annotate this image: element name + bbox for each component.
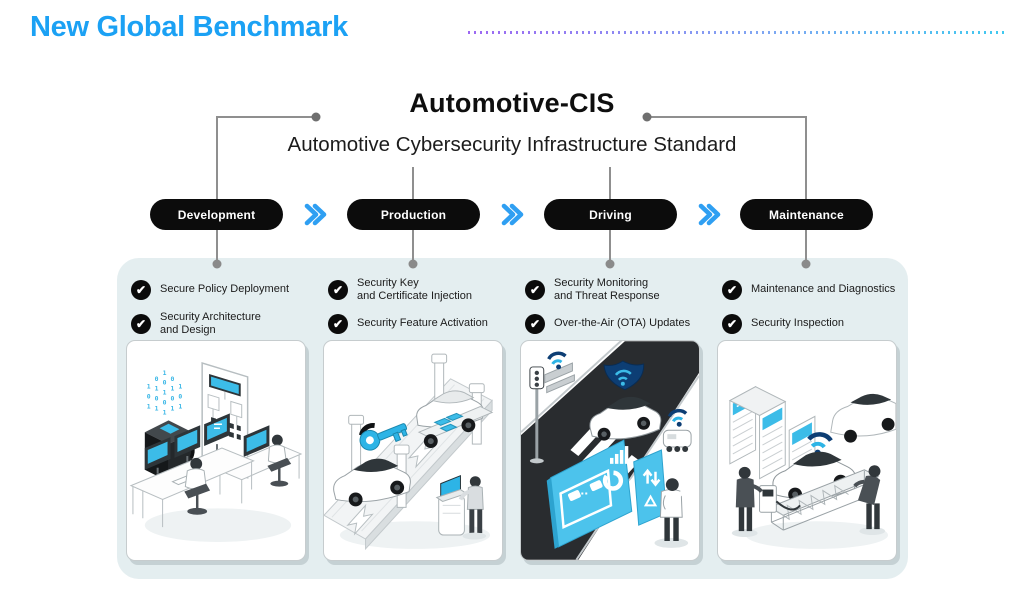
checklist-item-label: Security Monitoring and Threat Response	[554, 276, 660, 302]
checklist-item-label: Security Inspection	[751, 317, 844, 330]
svg-text:0: 0	[155, 395, 159, 403]
checklist-item: ✔ Security Feature Activation	[328, 310, 520, 338]
checklist-maintenance: ✔ Maintenance and Diagnostics ✔ Security…	[722, 276, 914, 344]
checklist-item-label: Security Key and Certificate Injection	[357, 276, 472, 302]
driving-illustration	[521, 341, 699, 560]
check-icon: ✔	[722, 314, 742, 334]
svg-text:1: 1	[171, 404, 175, 412]
secured-car	[589, 360, 662, 441]
monitor	[174, 425, 201, 458]
monitor	[204, 413, 230, 447]
checklist-item-label: Security Architecture and Design	[160, 310, 261, 336]
maintenance-illustration	[728, 385, 896, 549]
svg-text:1: 1	[147, 402, 151, 410]
technician-cart	[435, 474, 487, 540]
monitor	[144, 437, 171, 470]
flow-arrow	[407, 436, 436, 469]
checklist-item: ✔ Over-the-Air (OTA) Updates	[525, 310, 717, 338]
svg-text:1: 1	[178, 402, 182, 410]
maintenance-illustration-card	[717, 340, 897, 561]
checklist-item-label: Security Feature Activation	[357, 317, 488, 330]
check-icon: ✔	[328, 314, 348, 334]
technician-left	[731, 466, 801, 538]
checklist-item: ✔ Security Architecture and Design	[131, 310, 323, 338]
car-with-key	[333, 423, 411, 507]
svg-text:1: 1	[171, 385, 175, 393]
wifi-icon	[547, 351, 567, 370]
checklist-item-label: Maintenance and Diagnostics	[751, 283, 896, 296]
stage-pill-production: Production	[347, 199, 480, 230]
svg-text:1: 1	[163, 369, 167, 377]
production-illustration-card	[323, 340, 503, 561]
technician-right	[853, 465, 886, 536]
check-icon: ✔	[131, 280, 151, 300]
stage-pill-development: Development	[150, 199, 283, 230]
svg-text:1: 1	[147, 383, 151, 391]
car-on-lift	[768, 432, 880, 531]
workstation-left	[129, 413, 255, 528]
svg-text:0: 0	[163, 379, 167, 387]
checklist-item-label: Over-the-Air (OTA) Updates	[554, 317, 691, 330]
svg-text:0: 0	[155, 375, 159, 383]
svg-text:1: 1	[178, 383, 182, 391]
check-icon: ✔	[328, 280, 348, 300]
dotted-divider	[468, 31, 1004, 34]
svg-text:1: 1	[163, 389, 167, 397]
diagram-subtitle: Automotive Cybersecurity Infrastructure …	[287, 133, 737, 156]
wifi-icon	[667, 408, 688, 427]
checklist-development: ✔ Secure Policy Deployment ✔ Security Ar…	[131, 276, 323, 344]
double-chevron-icon	[501, 203, 524, 226]
check-icon: ✔	[722, 280, 742, 300]
svg-text:1: 1	[155, 385, 159, 393]
checklist-item: ✔ Maintenance and Diagnostics	[722, 276, 914, 304]
key-icon	[359, 423, 408, 451]
checklist-item: ✔ Security Key and Certificate Injection	[328, 276, 520, 304]
flow-arrow	[346, 503, 374, 536]
svg-text:0: 0	[147, 393, 151, 401]
svg-text:1: 1	[155, 404, 159, 412]
alerts-panel	[633, 449, 667, 526]
driving-illustration-card	[520, 340, 700, 561]
svg-text:0: 0	[178, 393, 182, 401]
observer-person	[654, 478, 689, 548]
check-icon: ✔	[131, 314, 151, 334]
checklist-item-label: Secure Policy Deployment	[160, 283, 290, 296]
page-title: New Global Benchmark	[30, 11, 348, 43]
monitoring-dashboard	[546, 439, 633, 549]
workstation-right	[216, 425, 303, 504]
background-car	[830, 393, 896, 443]
stage-pill-driving: Driving	[544, 199, 677, 230]
checklist-item: ✔ Security Inspection	[722, 310, 914, 338]
svg-text:1: 1	[163, 408, 167, 416]
shield-wifi-icon	[603, 360, 645, 391]
check-icon: ✔	[525, 314, 545, 334]
lifted-car	[416, 390, 494, 449]
check-icon: ✔	[525, 280, 545, 300]
production-illustration	[324, 353, 494, 551]
diagram-title: Automotive-CIS	[409, 88, 615, 118]
traffic-light	[529, 351, 575, 464]
checklist-item: ✔ Security Monitoring and Threat Respons…	[525, 276, 717, 304]
svg-text:0: 0	[171, 395, 175, 403]
stage-pill-maintenance: Maintenance	[740, 199, 873, 230]
checklist-driving: ✔ Security Monitoring and Threat Respons…	[525, 276, 717, 344]
delivery-robot	[662, 408, 692, 452]
checklist-production: ✔ Security Key and Certificate Injection…	[328, 276, 520, 344]
svg-text:0: 0	[163, 399, 167, 407]
svg-text:0: 0	[171, 375, 175, 383]
double-chevron-icon	[304, 203, 327, 226]
double-chevron-icon	[698, 203, 721, 226]
checklist-item: ✔ Secure Policy Deployment	[131, 276, 323, 304]
